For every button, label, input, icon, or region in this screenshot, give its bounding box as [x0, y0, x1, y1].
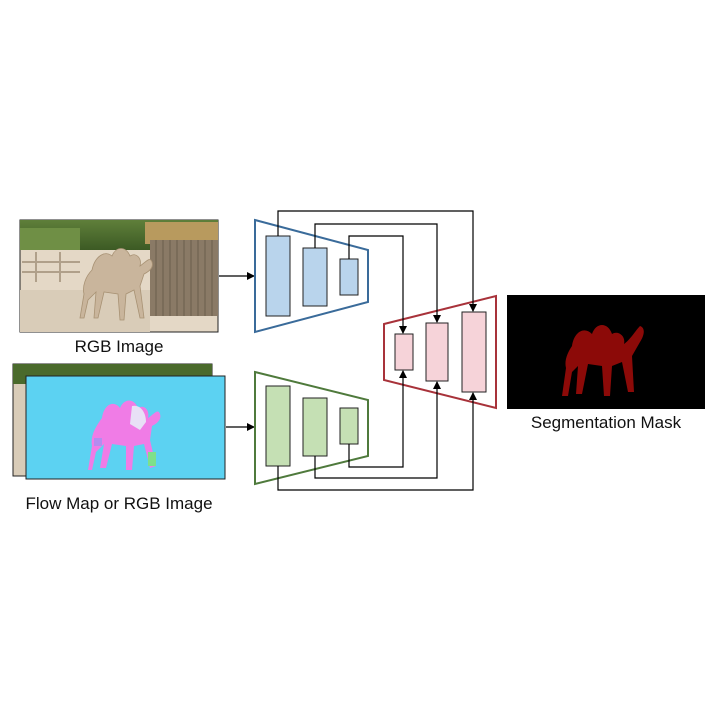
- rgb-encoder-block-1: [265, 235, 291, 317]
- rgb-encoder: [254, 218, 369, 334]
- flow-encoder-block-1: [265, 385, 291, 467]
- flow-map-object: [88, 400, 161, 470]
- mask-camel-silhouette: [562, 325, 644, 396]
- flow-encoder-block-2: [302, 397, 328, 457]
- flow-encoder: [254, 370, 369, 486]
- flow-input-caption: Flow Map or RGB Image: [25, 494, 212, 513]
- decoder-block-3: [461, 311, 487, 393]
- flow-input-stack: [12, 363, 226, 480]
- segmentation-mask-image: [507, 295, 705, 409]
- flow-encoder-block-3: [339, 407, 359, 445]
- decoder: [383, 294, 497, 410]
- decoder-block-1: [394, 333, 414, 371]
- rgb-input-image: [19, 219, 219, 333]
- rgb-encoder-block-2: [302, 247, 328, 307]
- rgb-skip-connections: [277, 210, 477, 334]
- rgb-image-caption: RGB Image: [75, 337, 164, 356]
- rgb-encoder-block-3: [339, 258, 359, 296]
- segmentation-mask-caption: Segmentation Mask: [531, 413, 682, 432]
- flow-skip-connections: [277, 370, 477, 491]
- decoder-block-2: [425, 322, 449, 382]
